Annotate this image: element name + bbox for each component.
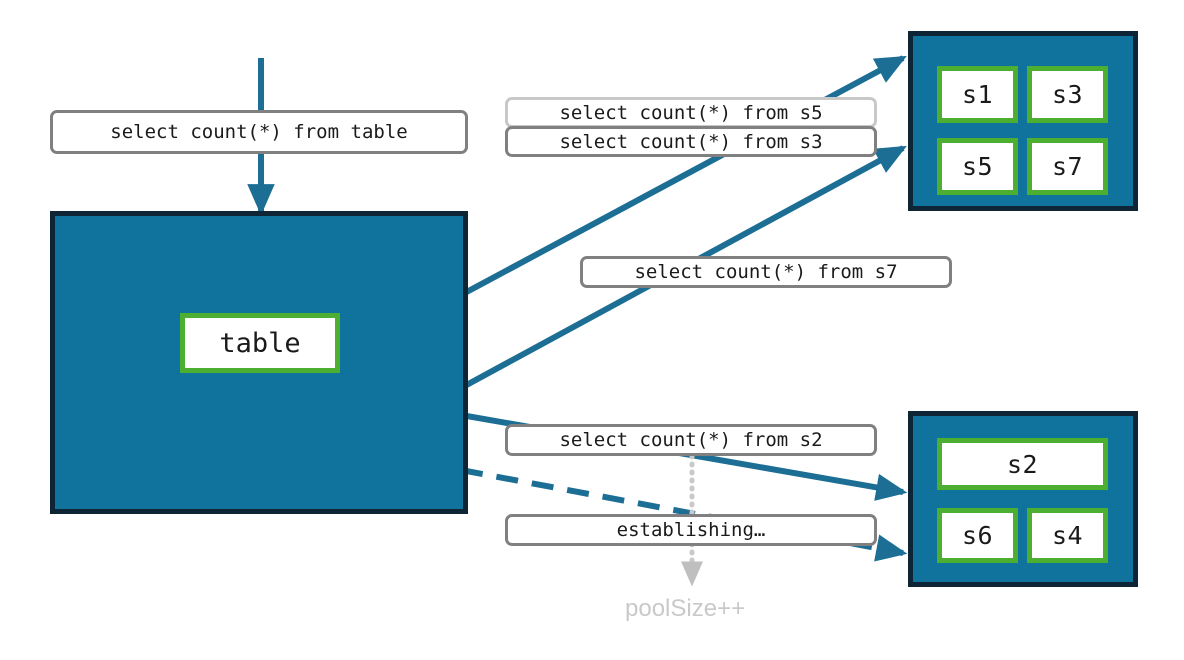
table-node[interactable]: table: [180, 313, 340, 373]
shard-s7[interactable]: s7: [1027, 138, 1108, 195]
establishing-label[interactable]: establishing…: [505, 514, 877, 546]
query-label-s3[interactable]: select count(*) from s3: [505, 126, 877, 157]
pool-size-annotation: poolSize++: [625, 595, 746, 622]
query-label-s7[interactable]: select count(*) from s7: [580, 256, 952, 288]
shard-s4[interactable]: s4: [1027, 508, 1108, 563]
shard-s3[interactable]: s3: [1027, 66, 1108, 123]
spellcheck-underline: [625, 619, 763, 624]
query-label-s5[interactable]: select count(*) from s5: [505, 97, 877, 128]
shard-s1[interactable]: s1: [937, 66, 1018, 123]
shard-s6[interactable]: s6: [937, 508, 1018, 563]
shard-s5[interactable]: s5: [937, 138, 1018, 195]
shard-s2[interactable]: s2: [937, 438, 1108, 490]
query-label-s2[interactable]: select count(*) from s2: [505, 424, 877, 456]
query-label-table[interactable]: select count(*) from table: [50, 110, 468, 154]
